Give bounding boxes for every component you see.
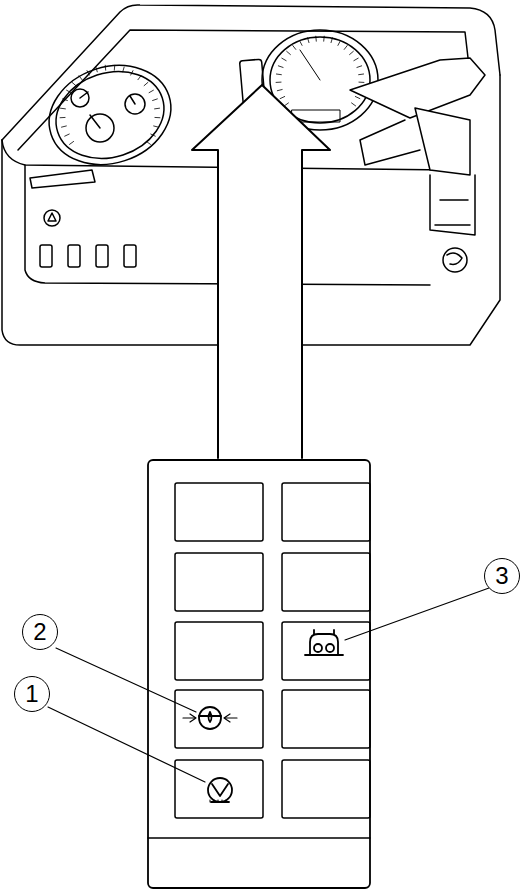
indicator-cell xyxy=(175,622,263,680)
steering-column xyxy=(350,58,485,272)
indicator-cell xyxy=(282,483,370,541)
switches xyxy=(30,170,136,267)
indicator-cell xyxy=(175,690,263,748)
indicator-cell xyxy=(282,553,370,611)
callout-number: 2 xyxy=(22,614,58,650)
callout-number: 3 xyxy=(484,558,520,594)
indicator-cell xyxy=(175,483,263,541)
leader-lines xyxy=(48,588,489,782)
indicator-cell xyxy=(175,553,263,611)
warning-icons xyxy=(183,630,343,802)
indicator-cell xyxy=(282,622,370,680)
callout-number: 1 xyxy=(14,676,50,712)
pointing-arrow xyxy=(192,85,330,458)
gauge-ticks xyxy=(60,36,364,144)
indicator-cell xyxy=(175,760,263,818)
indicator-cell xyxy=(282,760,370,818)
gauges xyxy=(36,30,378,180)
indicator-cell xyxy=(282,690,370,748)
indicator-panel xyxy=(148,460,370,888)
